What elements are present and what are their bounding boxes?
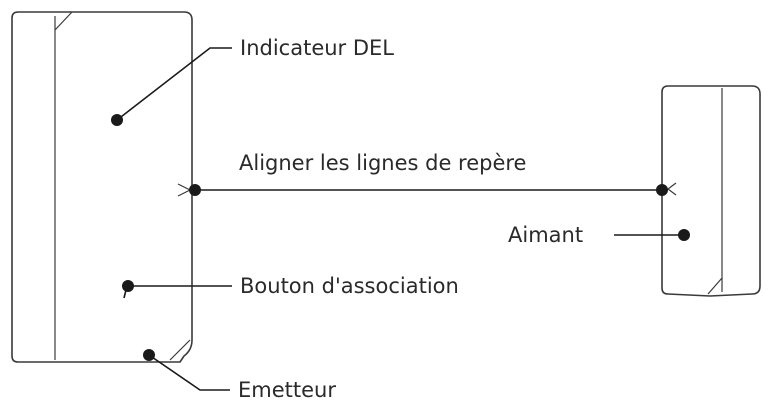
callout-pair-button: Bouton d'association — [122, 274, 459, 299]
label-magnet: Aimant — [508, 223, 583, 247]
transmitter-top-bevel — [54, 11, 73, 31]
pair-button-tick — [123, 289, 127, 299]
transmitter-bottom-bevel — [169, 339, 191, 361]
callout-align: Aligner les lignes de repère — [189, 151, 668, 196]
callout-led: Indicateur DEL — [111, 36, 394, 126]
label-align: Aligner les lignes de repère — [239, 151, 526, 175]
alignment-notch-right — [667, 182, 677, 196]
alignment-notch-left — [177, 183, 192, 197]
magnet-body — [661, 85, 761, 297]
led-leader-line — [116, 47, 232, 121]
label-pair-button: Bouton d'association — [240, 274, 459, 298]
magnet-unit — [661, 85, 761, 297]
transmitter-body — [11, 11, 193, 363]
callout-magnet: Aimant — [508, 223, 690, 247]
transmitter-leader-line — [148, 354, 230, 391]
magnet-bottom-bevel — [707, 277, 723, 295]
transmitter-unit — [11, 11, 193, 363]
label-transmitter: Emetteur — [238, 378, 336, 402]
label-led: Indicateur DEL — [240, 36, 394, 60]
callout-transmitter: Emetteur — [143, 349, 336, 402]
